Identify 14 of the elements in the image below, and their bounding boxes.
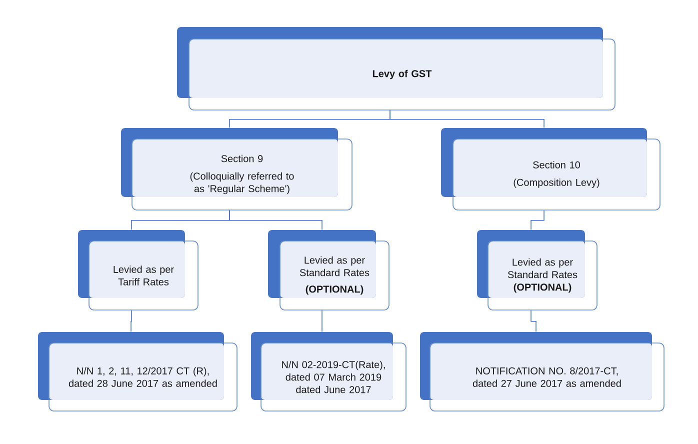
process-box: Section 9 (Colloquially referred to as 'Regular Scheme'): [121, 128, 352, 210]
connector-line: [530, 210, 544, 230]
process-box: Levied as per Standard Rates (OPTIONAL): [268, 230, 390, 310]
process-box: Levy of GST: [177, 27, 616, 110]
connector-line: [130, 310, 132, 332]
process-box: N/N 1, 2, 11, 12/2017 CT (R), dated 28 June 2017 as amended: [38, 332, 238, 412]
process-box: Levied as per Standard Rates (OPTIONAL): [477, 230, 598, 310]
process-box: Levied as per Tariff Rates: [78, 230, 198, 310]
connector-line: [530, 310, 536, 332]
connector-line: [229, 210, 322, 230]
connector-line: [390, 110, 544, 128]
process-box: Section 10 (Composition Levy): [441, 128, 660, 210]
process-box: N/N 02-2019-CT(Rate), dated 07 March 2019 dated June 2017: [251, 332, 406, 412]
process-box: NOTIFICATION NO. 8/2017-CT, dated 27 June 2017 as amended: [420, 332, 664, 412]
